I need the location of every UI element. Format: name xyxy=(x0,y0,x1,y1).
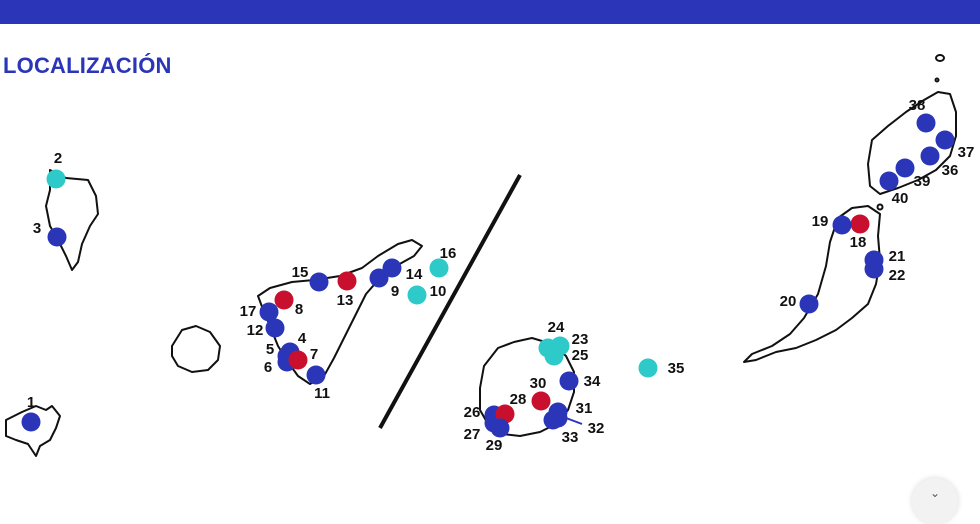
site-label-33: 33 xyxy=(562,429,579,446)
site-label-6: 6 xyxy=(264,359,272,376)
site-label-32: 32 xyxy=(588,420,605,437)
site-marker-3[interactable] xyxy=(47,227,67,247)
site-marker-39[interactable] xyxy=(895,158,915,178)
site-label-8: 8 xyxy=(295,301,303,318)
page-title: LOCALIZACIÓN xyxy=(3,53,172,78)
site-marker-1[interactable] xyxy=(21,412,41,432)
site-label-27: 27 xyxy=(464,426,481,443)
site-label-20: 20 xyxy=(780,293,797,310)
site-marker-9[interactable] xyxy=(369,268,389,288)
island-lanzarote xyxy=(867,91,957,195)
site-label-5: 5 xyxy=(266,341,274,358)
site-marker-22[interactable] xyxy=(864,259,884,279)
site-marker-36[interactable] xyxy=(920,146,940,166)
site-label-22: 22 xyxy=(889,267,906,284)
islet-montana-clara xyxy=(934,77,940,83)
province-divider-line xyxy=(378,174,522,429)
site-label-2: 2 xyxy=(54,150,62,167)
site-label-29: 29 xyxy=(486,437,503,454)
site-markers xyxy=(21,113,955,438)
site-label-4: 4 xyxy=(298,330,307,347)
site-marker-2[interactable] xyxy=(46,169,66,189)
site-label-25: 25 xyxy=(572,347,589,364)
site-label-19: 19 xyxy=(812,213,829,230)
site-marker-11[interactable] xyxy=(306,365,326,385)
site-label-23: 23 xyxy=(572,331,589,348)
site-label-3: 3 xyxy=(33,220,41,237)
site-label-39: 39 xyxy=(914,173,931,190)
island-la-palma xyxy=(45,169,99,271)
site-marker-34[interactable] xyxy=(559,371,579,391)
site-label-36: 36 xyxy=(942,162,959,179)
site-label-15: 15 xyxy=(292,264,309,281)
site-label-37: 37 xyxy=(958,144,975,161)
site-marker-16[interactable] xyxy=(429,258,449,278)
site-marker-8[interactable] xyxy=(274,290,294,310)
site-marker-29[interactable] xyxy=(490,418,510,438)
site-marker-30[interactable] xyxy=(531,391,551,411)
site-label-11: 11 xyxy=(314,385,330,402)
site-label-26: 26 xyxy=(464,404,481,421)
site-marker-25[interactable] xyxy=(544,346,564,366)
site-marker-37[interactable] xyxy=(935,130,955,150)
site-marker-40[interactable] xyxy=(879,171,899,191)
floating-action-button[interactable]: ⌄ xyxy=(912,478,958,524)
site-marker-15[interactable] xyxy=(309,272,329,292)
site-marker-33[interactable] xyxy=(543,410,563,430)
site-label-24: 24 xyxy=(548,319,565,336)
site-label-7: 7 xyxy=(310,346,318,363)
site-marker-7[interactable] xyxy=(288,350,308,370)
site-label-31: 31 xyxy=(576,400,593,417)
site-label-34: 34 xyxy=(584,373,601,390)
site-label-1: 1 xyxy=(27,394,35,411)
header-bar xyxy=(0,0,980,24)
site-label-30: 30 xyxy=(530,375,547,392)
site-label-28: 28 xyxy=(510,391,527,408)
site-marker-12[interactable] xyxy=(265,318,285,338)
site-label-35: 35 xyxy=(668,360,685,377)
site-label-17: 17 xyxy=(240,303,257,320)
site-marker-35[interactable] xyxy=(638,358,658,378)
chevron-icon: ⌄ xyxy=(929,486,941,500)
site-label-16: 16 xyxy=(440,245,457,262)
site-label-14: 14 xyxy=(406,266,423,283)
site-label-10: 10 xyxy=(430,283,447,300)
site-marker-17[interactable] xyxy=(259,302,279,322)
site-marker-10[interactable] xyxy=(407,285,427,305)
site-label-21: 21 xyxy=(889,248,906,265)
islet-alegranza xyxy=(935,54,945,62)
islet-lobos xyxy=(876,203,884,211)
island-la-gomera xyxy=(171,325,221,373)
marker-32-leader xyxy=(565,417,583,425)
site-marker-18[interactable] xyxy=(850,214,870,234)
site-label-38: 38 xyxy=(909,97,926,114)
site-marker-14[interactable] xyxy=(382,258,402,278)
site-label-9: 9 xyxy=(391,283,399,300)
site-marker-13[interactable] xyxy=(337,271,357,291)
site-marker-38[interactable] xyxy=(916,113,936,133)
site-marker-20[interactable] xyxy=(799,294,819,314)
site-label-40: 40 xyxy=(892,190,909,207)
site-label-12: 12 xyxy=(247,322,264,339)
site-marker-19[interactable] xyxy=(832,215,852,235)
site-label-13: 13 xyxy=(337,292,354,309)
site-label-18: 18 xyxy=(850,234,867,251)
